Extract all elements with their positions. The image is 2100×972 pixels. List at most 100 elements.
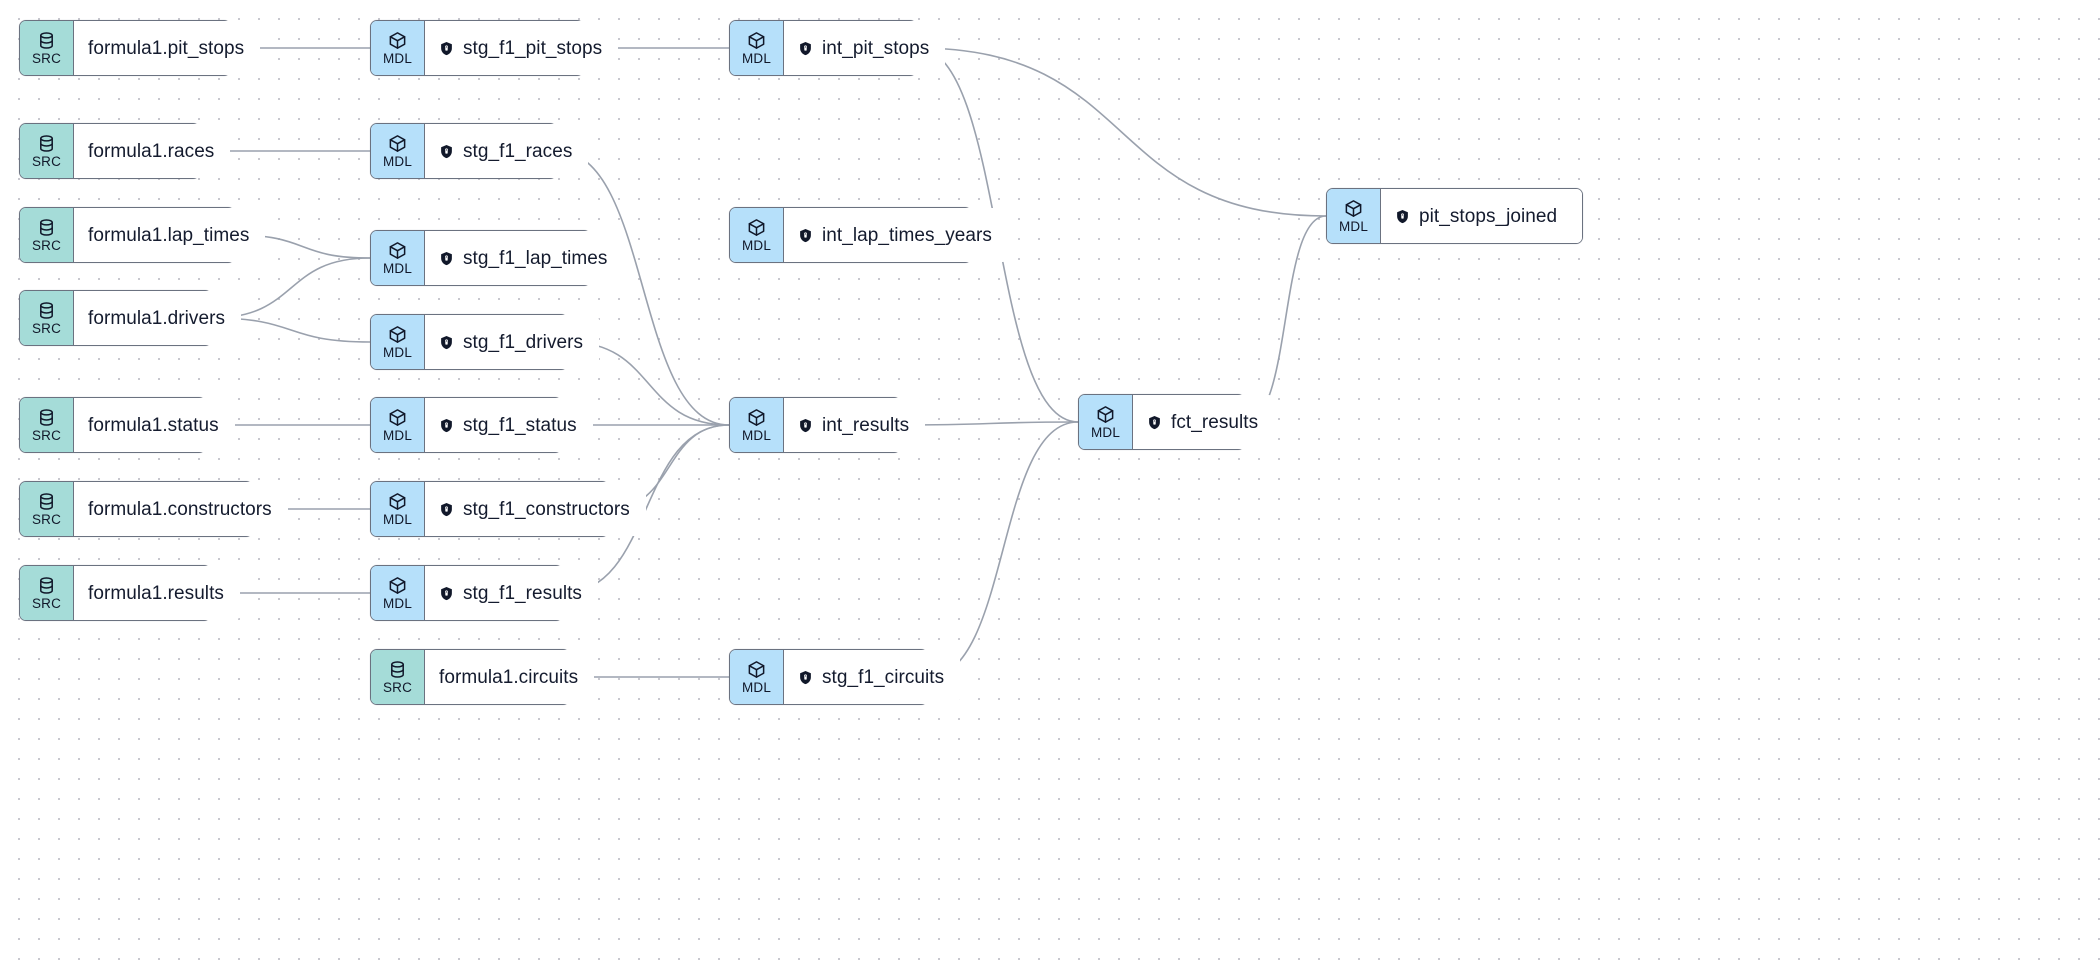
shield-lock-icon [798, 228, 813, 243]
node-type-label: MDL [741, 237, 772, 253]
node-label: int_lap_times_years [822, 224, 992, 246]
node-label: fct_results [1171, 411, 1259, 433]
database-icon [37, 134, 56, 153]
cube-icon [388, 31, 407, 50]
node-int_lap_times_yrs[interactable]: MDL int_lap_times_years [729, 207, 1008, 263]
node-body: formula1.results [74, 566, 240, 620]
node-stg_results[interactable]: MDL stg_f1_results [370, 565, 598, 621]
node-type-label: MDL [382, 50, 413, 66]
node-body: stg_f1_status [425, 398, 593, 452]
node-type-label: SRC [382, 679, 413, 695]
node-type-label: SRC [31, 511, 62, 527]
node-body: formula1.pit_stops [74, 21, 261, 75]
node-type-badge-mdl: MDL [371, 398, 425, 452]
database-icon [37, 576, 56, 595]
node-type-label: MDL [382, 511, 413, 527]
node-src_circuits[interactable]: SRC formula1.circuits [370, 649, 595, 705]
node-stg_drivers[interactable]: MDL stg_f1_drivers [370, 314, 600, 370]
node-body: formula1.circuits [425, 650, 595, 704]
node-type-badge-src: SRC [20, 124, 74, 178]
node-label: stg_f1_results [463, 582, 582, 604]
node-fct_results[interactable]: MDL fct_results [1078, 394, 1275, 450]
shield-lock-icon [439, 251, 454, 266]
node-label: stg_f1_races [463, 140, 573, 162]
database-icon [37, 31, 56, 50]
shield-lock-icon [798, 41, 813, 56]
node-type-label: SRC [31, 50, 62, 66]
node-label: stg_f1_drivers [463, 331, 584, 353]
node-type-badge-mdl: MDL [730, 398, 784, 452]
node-body: pit_stops_joined [1381, 189, 1582, 243]
cube-icon [388, 492, 407, 511]
database-icon [388, 660, 407, 679]
node-stg_status[interactable]: MDL stg_f1_status [370, 397, 593, 453]
node-type-badge-mdl: MDL [371, 315, 425, 369]
shield-lock-icon [1395, 209, 1410, 224]
node-label: formula1.constructors [88, 498, 272, 520]
node-type-badge-src: SRC [371, 650, 425, 704]
node-type-label: MDL [741, 427, 772, 443]
cube-icon [388, 576, 407, 595]
edge-int_pit_stops-to-pit_stops_joined [916, 47, 1327, 217]
node-type-badge-mdl: MDL [371, 231, 425, 285]
edge-int_results-to-fct_results [900, 421, 1079, 426]
node-type-badge-mdl: MDL [371, 566, 425, 620]
node-type-badge-mdl: MDL [1079, 395, 1133, 449]
node-body: stg_f1_drivers [425, 315, 600, 369]
cube-icon [388, 241, 407, 260]
node-type-label: SRC [31, 320, 62, 336]
node-type-badge-mdl: MDL [730, 208, 784, 262]
node-label: int_pit_stops [822, 37, 930, 59]
node-type-label: MDL [1090, 424, 1121, 440]
cube-icon [388, 325, 407, 344]
node-src_pit_stops[interactable]: SRC formula1.pit_stops [19, 20, 261, 76]
node-type-label: MDL [382, 595, 413, 611]
shield-lock-icon [439, 335, 454, 350]
node-type-label: MDL [382, 344, 413, 360]
shield-lock-icon [1147, 415, 1162, 430]
edge-stg_races-to-int_results [556, 150, 730, 426]
node-label: formula1.status [88, 414, 219, 436]
node-label: stg_f1_pit_stops [463, 37, 603, 59]
node-stg_pit_stops[interactable]: MDL stg_f1_pit_stops [370, 20, 619, 76]
node-body: stg_f1_lap_times [425, 231, 624, 285]
shield-lock-icon [798, 418, 813, 433]
database-icon [37, 492, 56, 511]
node-label: formula1.pit_stops [88, 37, 245, 59]
node-type-label: SRC [31, 237, 62, 253]
shield-lock-icon [439, 418, 454, 433]
shield-lock-icon [439, 586, 454, 601]
shield-lock-icon [439, 502, 454, 517]
cube-icon [747, 218, 766, 237]
node-label: formula1.circuits [439, 666, 579, 688]
node-body: stg_f1_circuits [784, 650, 961, 704]
node-type-badge-src: SRC [20, 208, 74, 262]
node-type-badge-mdl: MDL [371, 124, 425, 178]
node-body: stg_f1_races [425, 124, 589, 178]
node-type-badge-src: SRC [20, 291, 74, 345]
node-body: stg_f1_constructors [425, 482, 646, 536]
node-stg_races[interactable]: MDL stg_f1_races [370, 123, 589, 179]
node-src_constructors[interactable]: SRC formula1.constructors [19, 481, 288, 537]
node-int_results[interactable]: MDL int_results [729, 397, 926, 453]
node-label: pit_stops_joined [1419, 205, 1558, 227]
database-icon [37, 408, 56, 427]
cube-icon [747, 660, 766, 679]
node-type-badge-mdl: MDL [371, 482, 425, 536]
node-label: int_results [822, 414, 910, 436]
node-stg_constructors[interactable]: MDL stg_f1_constructors [370, 481, 646, 537]
node-body: fct_results [1133, 395, 1275, 449]
node-type-label: MDL [382, 427, 413, 443]
node-body: formula1.status [74, 398, 235, 452]
